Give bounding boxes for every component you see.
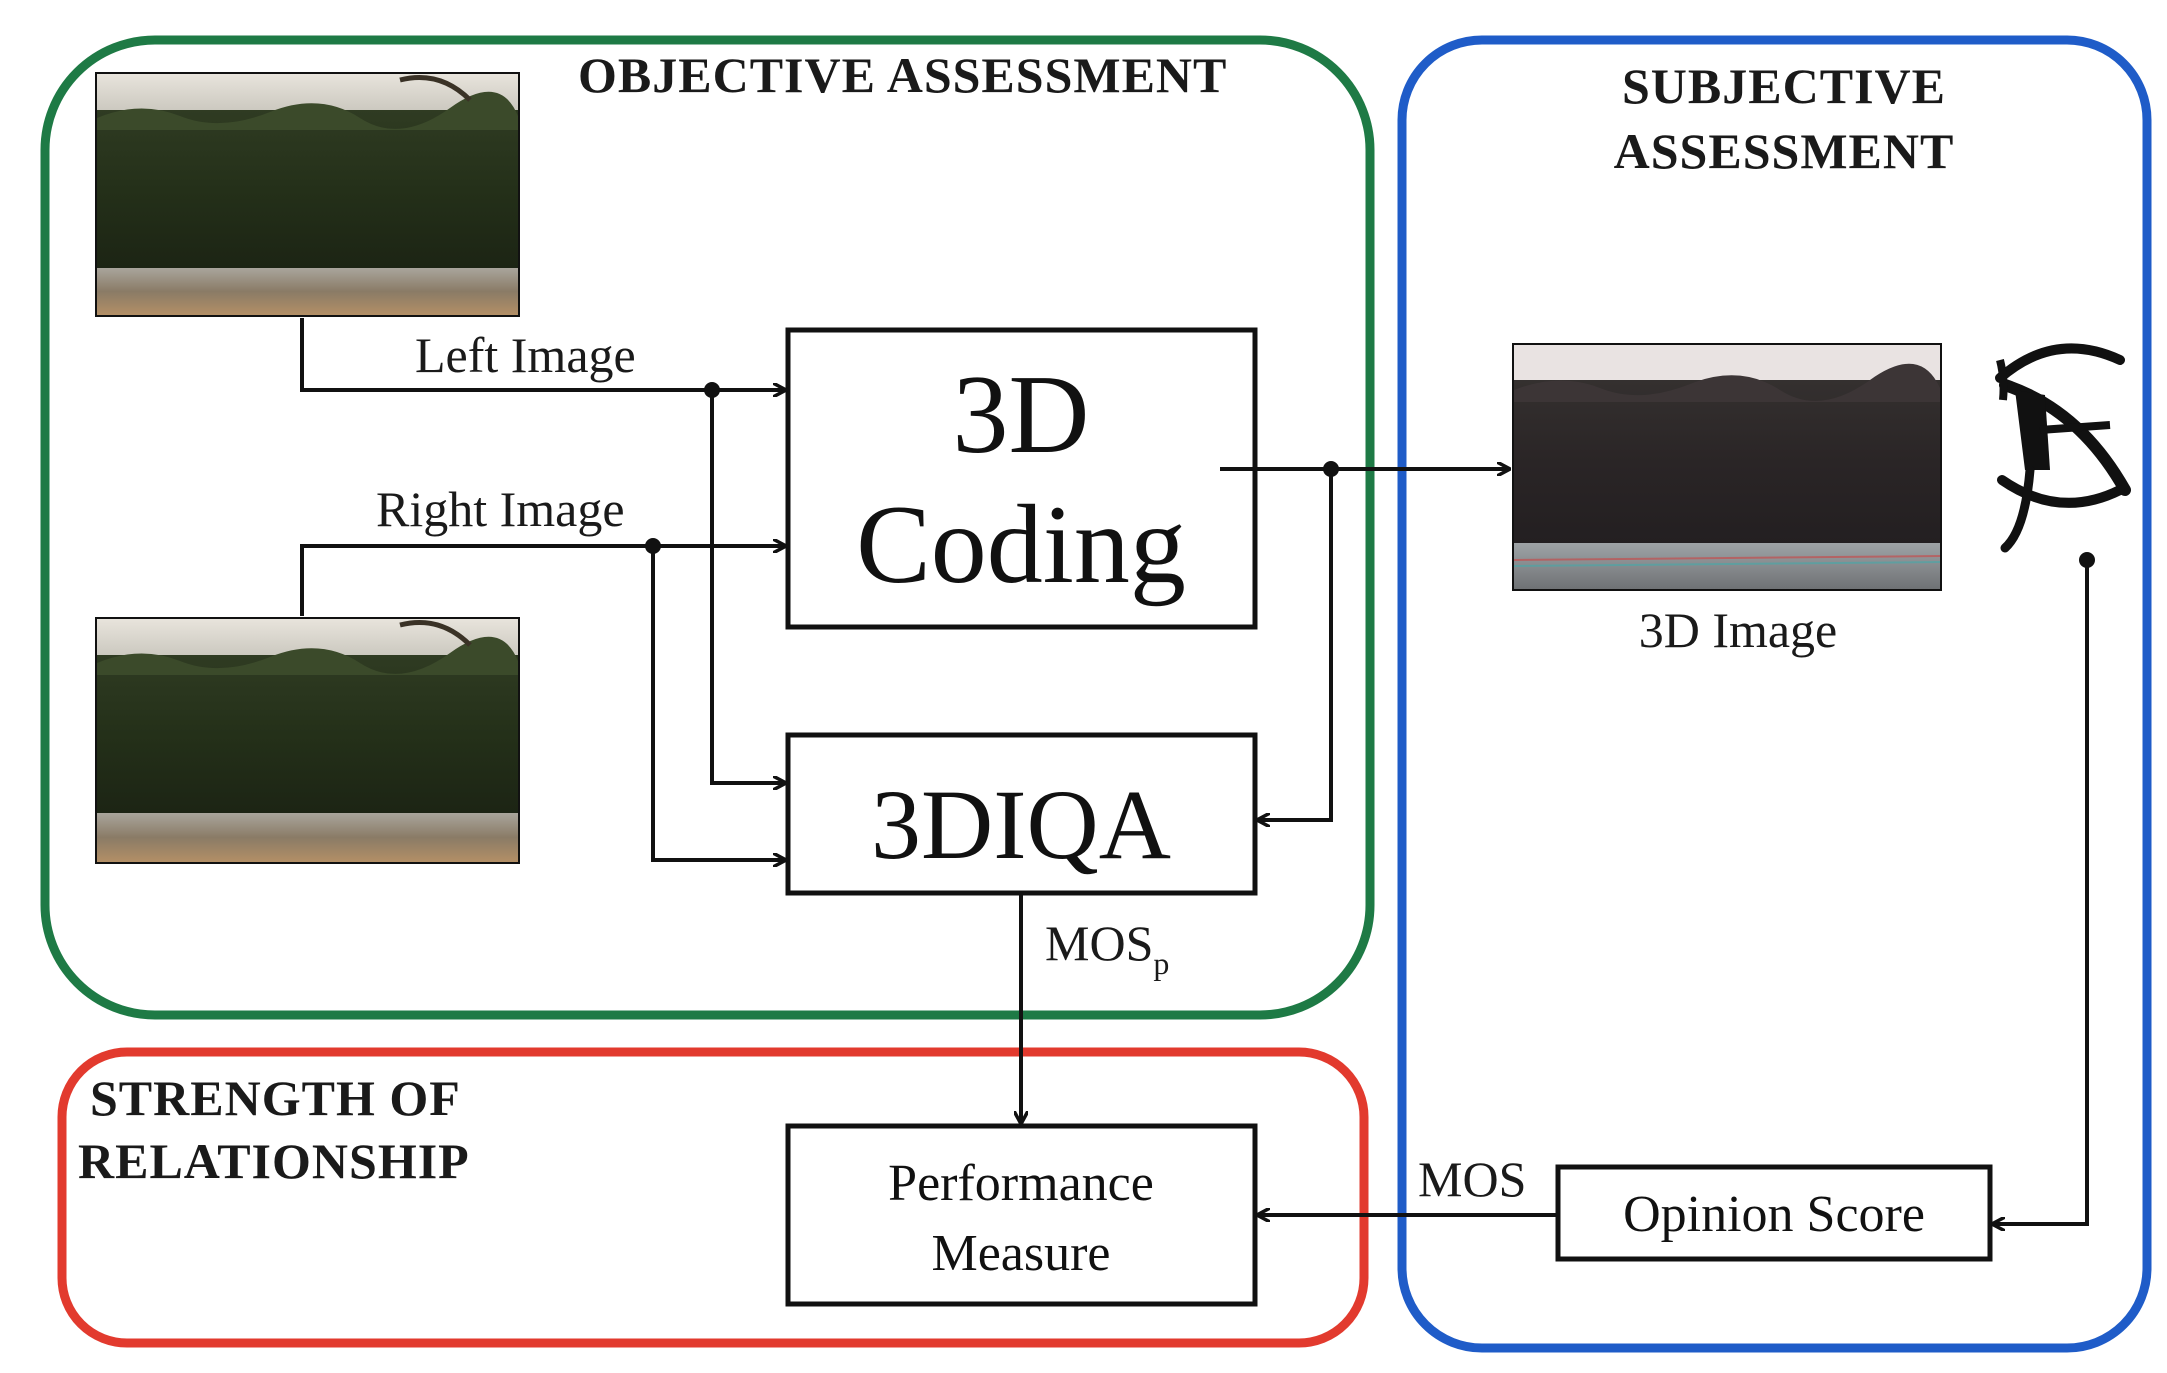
eye-to-opinion-wire	[1993, 560, 2089, 1224]
mos-label: MOS	[1418, 1151, 1526, 1207]
3diqa-block	[785, 732, 1258, 896]
3d-coding-label-line1: 3D	[953, 353, 1090, 477]
right-image-to-3diqa-wire	[651, 546, 785, 860]
strength-title-line2: RELATIONSHIP	[78, 1133, 470, 1189]
mosp-label-base: MOS	[1045, 915, 1153, 971]
mosp-label-subscript: p	[1153, 945, 1169, 981]
opinion-score-label: Opinion Score	[1623, 1186, 1925, 1243]
left-image-label: Left Image	[415, 327, 636, 383]
subjective-assessment-frame	[1397, 35, 2152, 1353]
3d-coding-block	[785, 327, 1258, 630]
right-image-photo	[95, 617, 520, 864]
3d-image-label: 3D Image	[1639, 602, 1838, 658]
mosp-label: MOSp	[1045, 915, 1169, 981]
left-image-photo	[95, 72, 520, 317]
eye-icon	[1995, 343, 2131, 553]
objective-assessment-title: OBJECTIVE ASSESSMENT	[578, 47, 1227, 103]
3diqa-label: 3DIQA	[871, 769, 1171, 880]
right-image-wire	[300, 546, 785, 616]
subjective-assessment-title-line1: SUBJECTIVE	[1622, 58, 1946, 114]
performance-measure-line1: Performance	[888, 1155, 1154, 1212]
left-image-to-3diqa-wire	[710, 390, 785, 783]
right-image-label: Right Image	[376, 481, 625, 537]
subjective-assessment-title-line2: ASSESSMENT	[1614, 123, 1955, 179]
objective-assessment-frame	[40, 35, 1375, 1020]
3d-image-photo	[1512, 343, 1942, 591]
strength-of-relationship-frame	[57, 1047, 1369, 1348]
left-image-wire	[300, 318, 785, 390]
3d-coding-label-line2: Coding	[856, 483, 1186, 607]
performance-measure-block	[785, 1123, 1258, 1307]
opinion-score-block	[1555, 1164, 1993, 1262]
performance-measure-line2: Measure	[931, 1225, 1110, 1282]
strength-title-line1: STRENGTH OF	[90, 1070, 461, 1126]
coding-to-3diqa-feedback-wire	[1258, 469, 1333, 820]
